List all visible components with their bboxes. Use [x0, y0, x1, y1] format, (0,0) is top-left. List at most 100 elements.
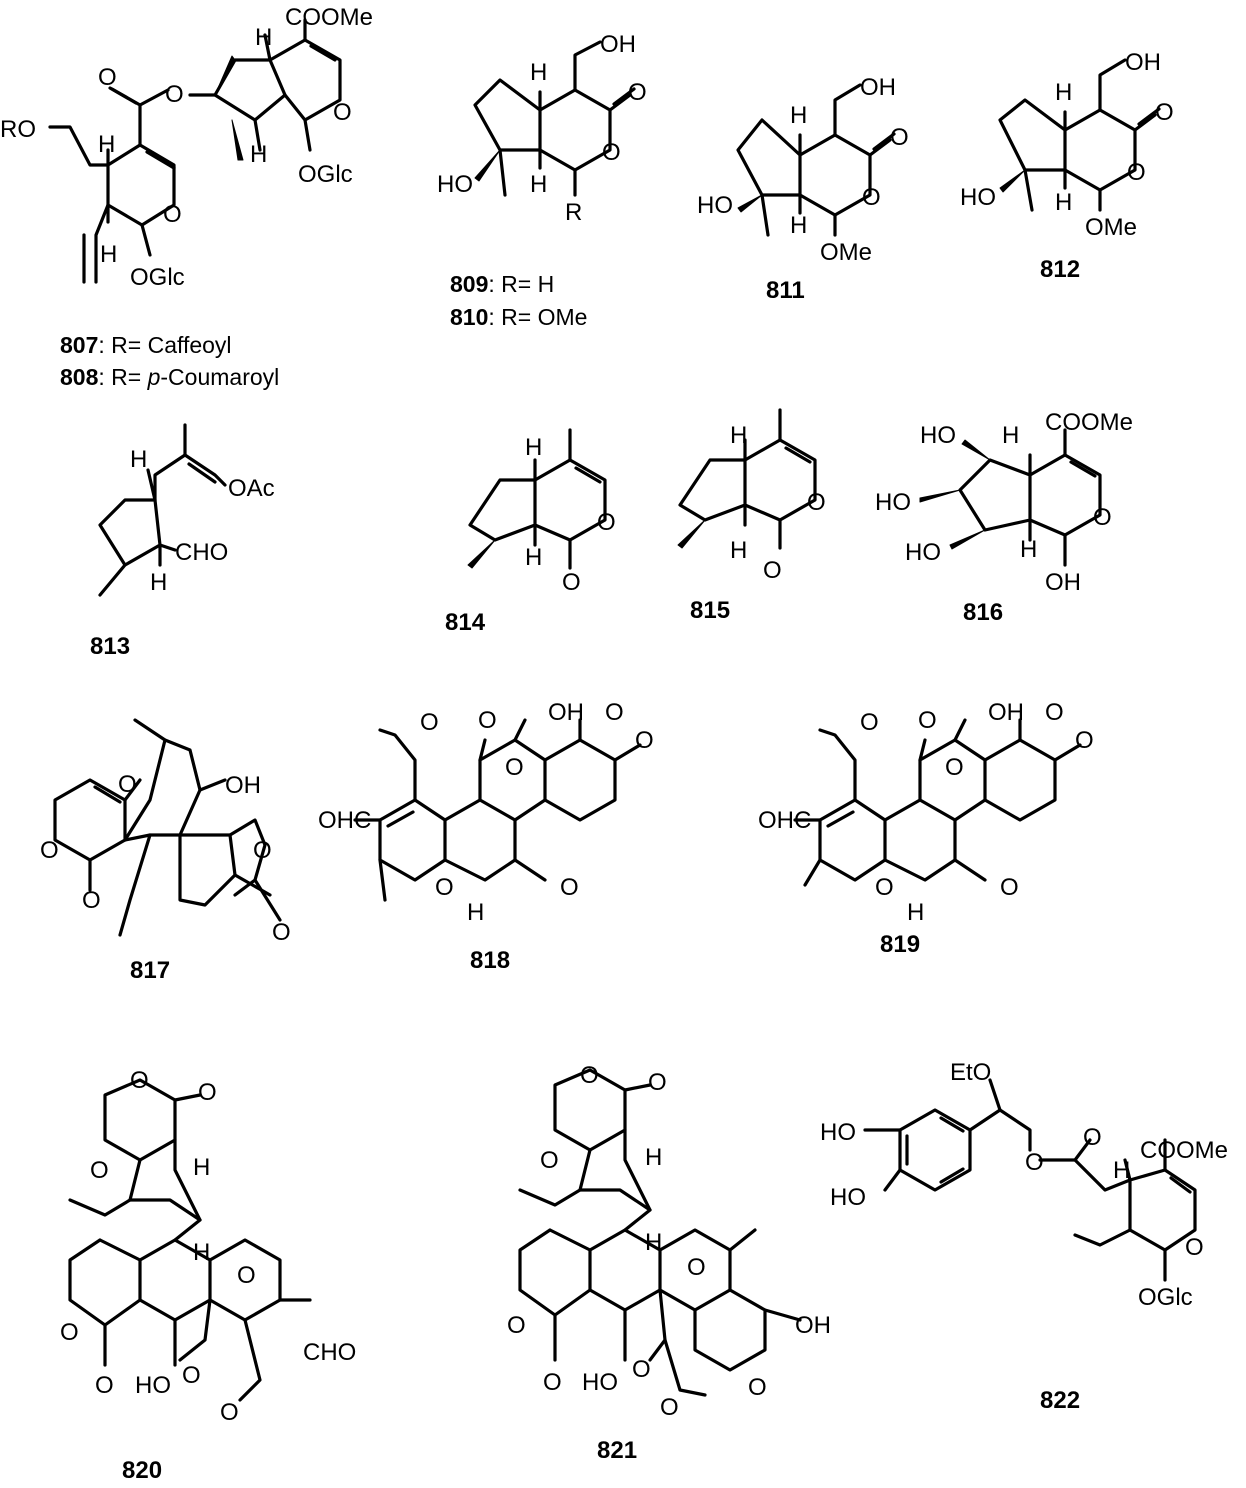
atom-label: OMe: [1085, 214, 1137, 241]
caption-808: 808: R= p-Coumaroyl: [60, 364, 279, 390]
compound-816: HO HO HO H H COOMe O OH 816: [875, 409, 1133, 626]
atom-label: OMe: [820, 239, 872, 266]
atom-label: OH: [860, 74, 896, 101]
atom-label: OAc: [228, 475, 275, 502]
atom-label: H: [1055, 79, 1072, 106]
atom-label: O: [1155, 99, 1174, 126]
atom-label: O: [40, 837, 59, 864]
atom-label: O: [628, 79, 647, 106]
atom-label: O: [875, 874, 894, 901]
atom-label: O: [118, 771, 137, 798]
atom-label: O: [562, 569, 581, 596]
atom-label: H: [907, 899, 924, 926]
atom-label: O: [333, 99, 352, 126]
atom-label: O: [597, 509, 616, 536]
atom-label: H: [193, 1154, 210, 1181]
compound-821: O O O H H O O O HO O O OH O 821: [507, 1062, 831, 1464]
atom-label: H: [730, 537, 747, 564]
atom-label: O: [540, 1147, 559, 1174]
atom-label: O: [543, 1369, 562, 1396]
atom-label: OH: [1045, 569, 1081, 596]
atom-label: HO: [960, 184, 996, 211]
atom-label: HO: [437, 171, 473, 198]
atom-label: H: [255, 24, 272, 51]
atom-label: O: [1075, 727, 1094, 754]
atom-label: H: [645, 1229, 662, 1256]
atom-label: O: [1000, 874, 1019, 901]
atom-label: HO: [582, 1369, 618, 1396]
atom-label: OHC: [318, 807, 371, 834]
atom-label: HO: [135, 1372, 171, 1399]
atom-label: COOMe: [1045, 409, 1133, 436]
compound-number: 816: [963, 599, 1003, 626]
compound-818: O O OH O O O OHC O H O 818: [318, 699, 654, 974]
compound-817: O OH O O O O 817: [40, 718, 291, 984]
atom-label: OGlc: [1138, 1284, 1193, 1311]
atom-label: O: [505, 754, 524, 781]
atom-label: O: [478, 707, 497, 734]
compound-number: 812: [1040, 256, 1080, 283]
atom-label: H: [1020, 536, 1037, 563]
atom-label: H: [790, 102, 807, 129]
atom-label: H: [130, 446, 147, 473]
atom-label: O: [130, 1067, 149, 1094]
compound-number: 815: [690, 597, 730, 624]
compound-812: OH HO O O H H OMe 812: [960, 49, 1174, 283]
atom-label: H: [100, 241, 117, 268]
atom-label: OH: [795, 1312, 831, 1339]
atom-label: O: [220, 1399, 239, 1426]
atom-label: H: [530, 171, 547, 198]
atom-label: H: [645, 1144, 662, 1171]
atom-label: HO: [830, 1184, 866, 1211]
atom-label: O: [82, 887, 101, 914]
atom-label: OH: [988, 699, 1024, 726]
compound-number: 818: [470, 947, 510, 974]
atom-label: OHC: [758, 807, 811, 834]
compound-811: OH HO O O H H OMe 811: [697, 74, 909, 304]
atom-label: O: [95, 1372, 114, 1399]
atom-label: OH: [225, 772, 261, 799]
caption-809: 809: R= H: [450, 271, 554, 297]
atom-label: O: [237, 1262, 256, 1289]
compound-number: 820: [122, 1457, 162, 1483]
compound-number: 814: [445, 609, 486, 636]
atom-label: CHO: [175, 539, 228, 566]
atom-label: O: [1083, 1124, 1102, 1151]
compound-number: 821: [597, 1437, 637, 1464]
compound-number: 819: [880, 931, 920, 958]
atom-label: O: [507, 1312, 526, 1339]
atom-label: O: [918, 707, 937, 734]
compound-number: 817: [130, 957, 170, 984]
atom-label: O: [687, 1254, 706, 1281]
atom-label: O: [860, 709, 879, 736]
atom-label: O: [1025, 1149, 1044, 1176]
compound-number: 811: [766, 277, 805, 304]
atom-label: O: [632, 1356, 651, 1383]
atom-label: O: [1185, 1234, 1204, 1261]
atom-label: O: [435, 874, 454, 901]
atom-label: HO: [820, 1119, 856, 1146]
atom-label: H: [1002, 422, 1019, 449]
atom-label: H: [525, 434, 542, 461]
atom-label: O: [602, 139, 621, 166]
compound-number: 822: [1040, 1387, 1080, 1414]
compound-819: O O OH O O O OHC O H O 819: [758, 699, 1094, 958]
compound-813: H H OAc CHO 813: [90, 423, 275, 660]
atom-label: O: [420, 709, 439, 736]
compound-822: EtO HO HO O O H COOMe O OGlc 822: [820, 1059, 1228, 1414]
atom-label: H: [250, 141, 267, 168]
atom-label: O: [890, 124, 909, 151]
atom-label: O: [1045, 699, 1064, 726]
atom-label: COOMe: [1140, 1137, 1228, 1164]
atom-label: O: [580, 1062, 599, 1089]
atom-label: HO: [920, 422, 956, 449]
compound-809-810: OH HO O O H H R 809: R= H 810: R= OMe: [437, 31, 647, 330]
compound-820: O O O H H O O O HO O O CHO 820: [60, 1067, 356, 1484]
caption-810: 810: R= OMe: [450, 304, 587, 330]
atom-label: O: [272, 919, 291, 946]
atom-label: O: [560, 874, 579, 901]
atom-label: O: [1093, 504, 1112, 531]
atom-label: COOMe: [285, 4, 373, 31]
